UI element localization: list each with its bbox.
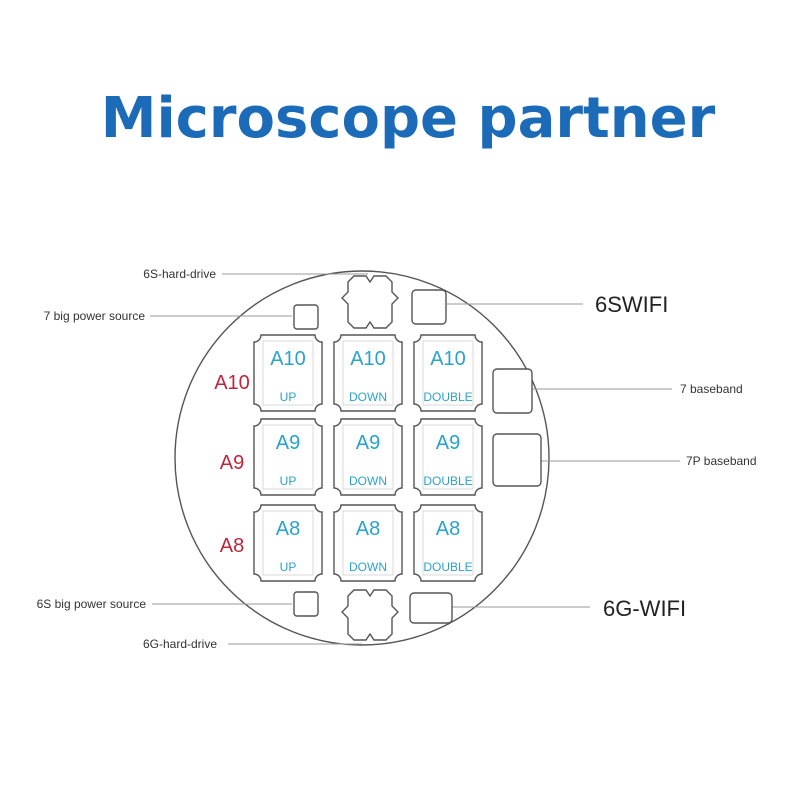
chip-grid: A10UPA10DOWNA10DOUBLEA9UPA9DOWNA9DOUBLEA… xyxy=(253,334,483,582)
row-label-a8: A8 xyxy=(220,535,244,557)
callout-6s-hard-drive: 6S-hard-drive xyxy=(143,267,216,281)
chip-name-label: A8 xyxy=(356,518,380,540)
callout-7p-baseband: 7P baseband xyxy=(686,454,757,468)
chip-pocket-outline xyxy=(333,334,403,412)
chip-pocket-inner xyxy=(342,510,394,576)
chip-pocket-outline xyxy=(413,504,483,582)
chip-pocket-inner xyxy=(422,510,474,576)
row-label-a9: A9 xyxy=(220,452,244,474)
chip-pocket-inner xyxy=(262,510,314,576)
callout-7-big-power-source: 7 big power source xyxy=(44,309,146,323)
chip-pocket-outline xyxy=(333,418,403,496)
chip-name-label: A8 xyxy=(276,518,300,540)
chip-variant-label: DOWN xyxy=(349,560,387,574)
row-label-a10: A10 xyxy=(214,372,250,394)
chip-pocket-outline xyxy=(413,418,483,496)
chip-pocket-outline xyxy=(333,504,403,582)
chip-variant-label: UP xyxy=(280,474,297,488)
diagram-title: Microscope partner xyxy=(101,86,716,151)
callout-6s-wifi: 6SWIFI xyxy=(595,292,668,317)
chip-pocket-inner xyxy=(422,340,474,406)
chip-pocket-inner xyxy=(262,340,314,406)
chip-name-label: A9 xyxy=(356,432,380,454)
chip-variant-label: DOWN xyxy=(349,390,387,404)
chip-name-label: A9 xyxy=(276,432,300,454)
callout-6g-wifi: 6G-WIFI xyxy=(603,596,686,621)
callout-6g-hard-drive: 6G-hard-drive xyxy=(143,637,217,651)
chip-name-label: A9 xyxy=(436,432,460,454)
power-source-pocket-bottom xyxy=(293,591,319,617)
chip-variant-label: UP xyxy=(280,390,297,404)
callout-7-baseband: 7 baseband xyxy=(680,382,743,396)
chip-name-label: A10 xyxy=(430,348,466,370)
hard-drive-pocket-bottom xyxy=(341,589,399,641)
chip-variant-label: DOWN xyxy=(349,474,387,488)
chip-pocket-outline xyxy=(413,334,483,412)
chip-pocket-inner xyxy=(422,424,474,490)
leader-lines xyxy=(150,273,680,645)
chip-variant-label: DOUBLE xyxy=(423,390,472,404)
wifi-pocket-bottom xyxy=(409,592,453,624)
chip-pocket-outline xyxy=(253,418,323,496)
chip-name-label: A8 xyxy=(436,518,460,540)
chip-pocket-inner xyxy=(342,340,394,406)
chip-name-label: A10 xyxy=(270,348,306,370)
callout-6s-big-power-source: 6S big power source xyxy=(37,597,147,611)
power-source-pocket-top xyxy=(293,304,319,330)
chip-name-label: A10 xyxy=(350,348,386,370)
chip-variant-label: DOUBLE xyxy=(423,474,472,488)
chip-pocket-outline xyxy=(253,334,323,412)
baseband-pocket-7 xyxy=(492,368,533,414)
plate-circle xyxy=(174,270,550,646)
hard-drive-pocket-top xyxy=(341,275,399,329)
chip-variant-label: UP xyxy=(280,560,297,574)
wifi-pocket-top xyxy=(411,289,447,325)
chip-pocket-outline xyxy=(253,504,323,582)
chip-pocket-inner xyxy=(342,424,394,490)
baseband-pocket-7p xyxy=(492,433,542,487)
chip-pocket-inner xyxy=(262,424,314,490)
chip-variant-label: DOUBLE xyxy=(423,560,472,574)
